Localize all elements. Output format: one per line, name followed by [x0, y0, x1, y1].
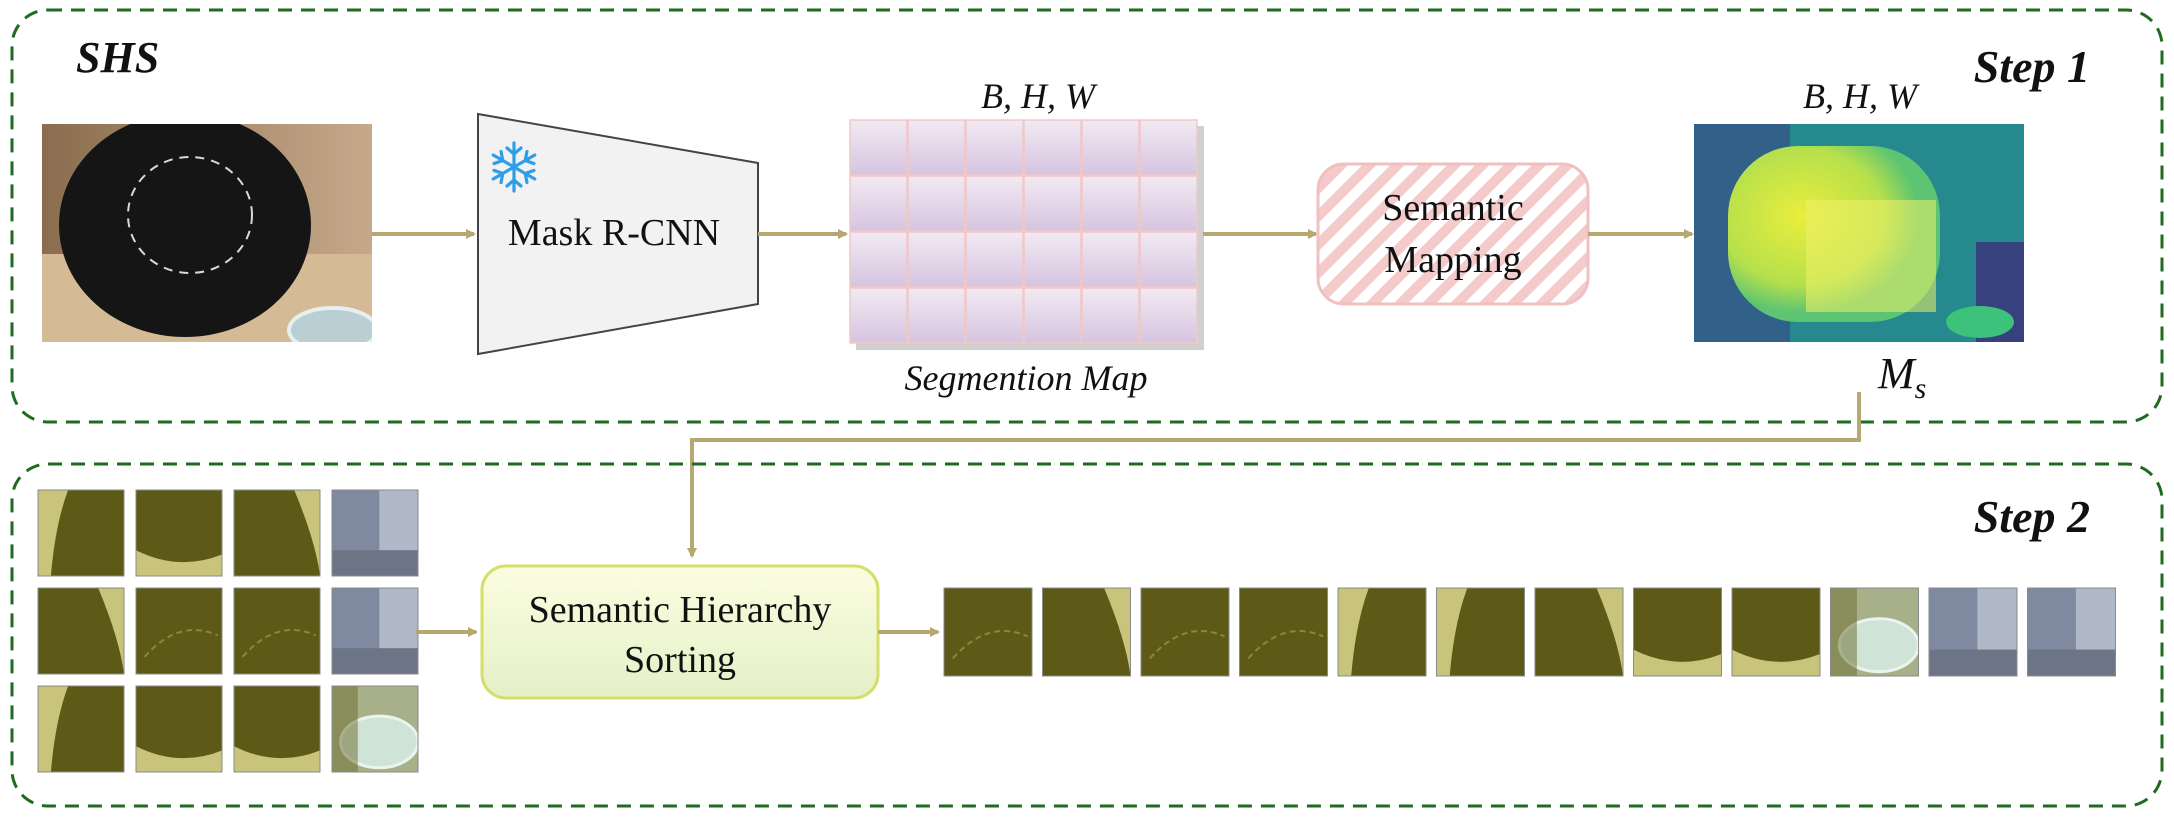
segmap-cell: [965, 287, 1024, 344]
sorting-line1: Semantic Hierarchy: [529, 589, 832, 631]
segmap-cell: [907, 119, 966, 176]
segmap-cell: [1081, 231, 1140, 288]
segmentation-map-grid: [849, 119, 1204, 350]
image-patch: [233, 587, 321, 675]
segmap-cell: [1139, 231, 1198, 288]
segmap-cell: [1081, 175, 1140, 232]
image-patch: [331, 489, 419, 577]
step1-label: Step 1: [1974, 41, 2090, 92]
step2-label: Step 2: [1974, 491, 2090, 542]
image-patch: [1239, 587, 1328, 677]
sorting-line2: Sorting: [624, 639, 736, 681]
image-patch: [1337, 587, 1427, 677]
snowflake-icon: [488, 141, 540, 193]
image-patch: [331, 685, 419, 773]
segmap-cell: [965, 119, 1024, 176]
segmap-cell: [965, 175, 1024, 232]
image-patch: [135, 685, 223, 773]
image-patch: [2027, 587, 2116, 677]
image-patch: [233, 489, 321, 577]
image-patch: [1830, 587, 1919, 677]
patch-grid: [37, 489, 419, 773]
step1-panel: [10, 8, 2164, 424]
ms-label: Ms: [1877, 349, 1926, 405]
semantic-heatmap: [1694, 124, 2024, 342]
image-patch: [1140, 587, 1230, 677]
segmap-cell: [1081, 287, 1140, 344]
image-patch: [943, 587, 1033, 677]
segmap-cell: [907, 175, 966, 232]
segmap-cell: [1081, 119, 1140, 176]
segmap-cell: [965, 231, 1024, 288]
segmap-dims: B, H, W: [981, 76, 1098, 116]
sorted-patch-sequence: [943, 587, 2116, 677]
input-photo: [42, 124, 372, 342]
image-patch: [135, 587, 223, 675]
mask-rcnn-label: Mask R-CNN: [508, 212, 720, 254]
image-patch: [37, 587, 125, 675]
segmap-cell: [1023, 175, 1082, 232]
step2-panel: [10, 462, 2164, 808]
segmap-cell: [907, 231, 966, 288]
image-patch: [331, 587, 419, 675]
segmap-cell: [1023, 231, 1082, 288]
segmap-cell: [849, 231, 908, 288]
image-patch: [1731, 587, 1821, 677]
segmap-cell: [1139, 119, 1198, 176]
image-patch: [37, 685, 125, 773]
image-patch: [233, 685, 321, 773]
image-patch: [37, 489, 125, 577]
image-patch: [1042, 587, 1131, 677]
image-patch: [1928, 587, 2018, 677]
image-patch: [1534, 587, 1624, 677]
segmap-cell: [1139, 287, 1198, 344]
semantic-mapping-line1: Semantic: [1382, 187, 1523, 229]
segmap-caption: Segmention Map: [905, 358, 1148, 398]
semantic-mapping-line2: Mapping: [1384, 239, 1521, 281]
shs-title: SHS: [76, 33, 159, 82]
segmap-cell: [1023, 287, 1082, 344]
segmap-cell: [849, 287, 908, 344]
image-patch: [1633, 587, 1722, 677]
mask-rcnn-block: [477, 112, 759, 356]
heatmap-dims: B, H, W: [1803, 76, 1920, 116]
image-patch: [135, 489, 223, 577]
segmap-cell: [1139, 175, 1198, 232]
image-patch: [1436, 587, 1525, 677]
segmap-cell: [849, 175, 908, 232]
segmap-cell: [907, 287, 966, 344]
segmap-cell: [1023, 119, 1082, 176]
semantic-mapping-block: [1316, 162, 1590, 306]
segmap-cell: [849, 119, 908, 176]
connector-ms-to-sorting: [687, 392, 1861, 558]
